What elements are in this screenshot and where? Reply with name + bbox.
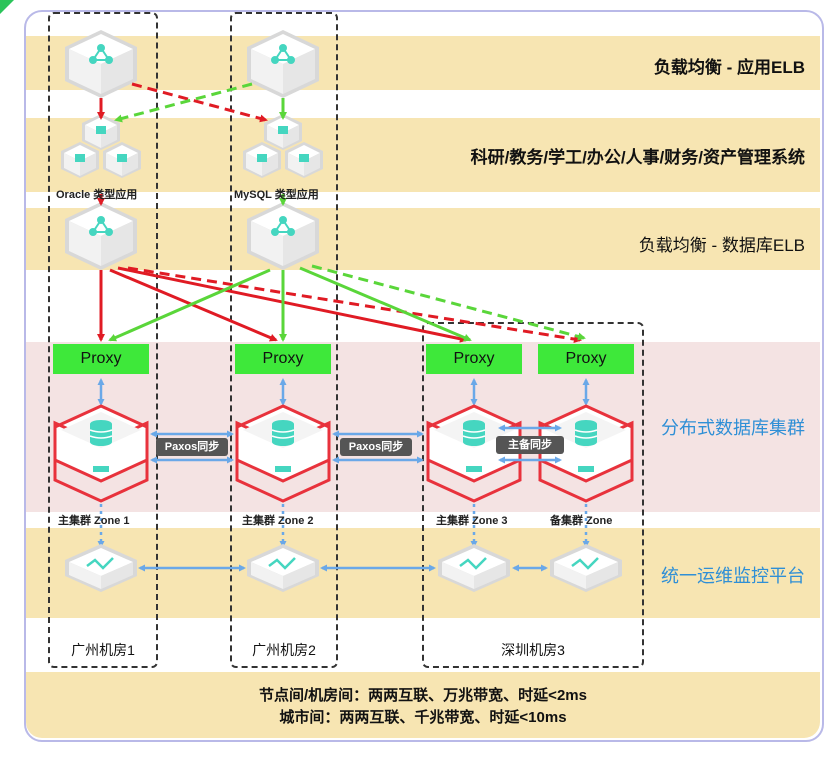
paxos-sync-label-2: Paxos同步 xyxy=(340,438,412,456)
band-footer xyxy=(26,672,820,738)
monitor-node-1 xyxy=(63,542,139,594)
mysql-app-label: MySQL 类型应用 xyxy=(234,189,319,201)
db-node-zone1 xyxy=(53,404,149,503)
monitor-node-3 xyxy=(436,542,512,594)
footer-line-1: 节点间/机房间：两两互联、万兆带宽、时延<2ms xyxy=(259,687,587,704)
proxy-standby: Proxy xyxy=(538,344,634,374)
db-elb-node-2 xyxy=(247,202,319,270)
arrow-dbelb1-proxy4-dashed xyxy=(127,266,582,344)
monitor-node-2 xyxy=(245,542,321,594)
datacenter-guangzhou-2 xyxy=(230,12,338,668)
band-db-elb xyxy=(26,208,820,270)
datacenter-label-2: 广州机房2 xyxy=(252,642,316,658)
datacenter-guangzhou-1 xyxy=(48,12,158,668)
datacenter-label-3: 深圳机房3 xyxy=(501,642,565,658)
master-standby-sync-label: 主备同步 xyxy=(496,436,564,454)
oracle-app-cluster xyxy=(61,114,141,178)
label-db-elb: 负载均衡 - 数据库ELB xyxy=(638,236,805,255)
arrow-elb2-oracle-dashed xyxy=(114,82,253,123)
proxy-zone1: Proxy xyxy=(53,344,149,374)
zone-label-2: 主集群 Zone 2 xyxy=(242,515,314,527)
proxy-zone3: Proxy xyxy=(426,344,522,374)
db-elb-node-1 xyxy=(65,202,137,270)
label-app-elb: 负载均衡 - 应用ELB xyxy=(653,58,805,77)
oracle-app-label: Oracle 类型应用 xyxy=(56,189,138,201)
mysql-app-cluster xyxy=(243,114,323,178)
label-monitor: 统一运维监控平台 xyxy=(661,566,805,586)
arrow-elb1-mysql-dashed xyxy=(131,82,268,123)
arrow-dbelb1-proxy3 xyxy=(117,266,468,343)
zone-label-1: 主集群 Zone 1 xyxy=(58,515,130,527)
db-node-zone2 xyxy=(235,404,331,503)
band-app-elb xyxy=(26,36,820,90)
arrow-dbelb2-proxy4-dashed xyxy=(311,264,586,341)
app-elb-node-2 xyxy=(247,30,319,98)
zone-label-standby: 备集群 Zone xyxy=(550,515,613,527)
monitor-node-4 xyxy=(548,542,624,594)
label-systems: 科研/教务/学工/办公/人事/财务/资产管理系统 xyxy=(470,148,805,167)
paxos-sync-label-1: Paxos同步 xyxy=(156,438,228,456)
band-systems xyxy=(26,118,820,192)
datacenter-label-1: 广州机房1 xyxy=(71,642,135,658)
arrow-dbelb2-proxy1 xyxy=(108,268,271,342)
proxy-zone2: Proxy xyxy=(235,344,331,374)
footer-line-2: 城市间：两两互联、千兆带宽、时延<10ms xyxy=(279,709,567,726)
arrow-dbelb2-proxy3 xyxy=(299,266,472,342)
corner-tag xyxy=(0,0,14,14)
label-db-cluster: 分布式数据库集群 xyxy=(661,418,805,438)
app-elb-node-1 xyxy=(65,30,137,98)
zone-label-3: 主集群 Zone 3 xyxy=(436,515,508,527)
